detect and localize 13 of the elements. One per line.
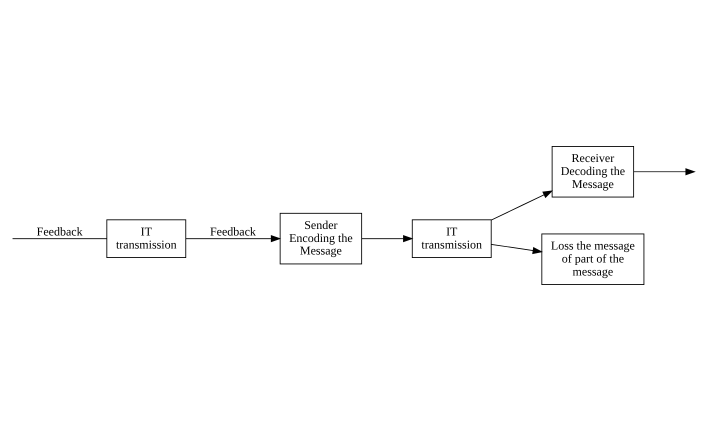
arrow [186,234,282,242]
edge-label: Feedback [36,224,83,238]
node-box: IT transmission [412,218,492,258]
node-box: IT transmission [106,218,186,258]
arrow [491,190,554,220]
arrow [633,168,696,175]
node-box: Loss the message of part of the message [541,233,644,284]
edge-label: Feedback [210,224,256,238]
node-box: Receiver Decoding the Message [552,146,634,197]
node-box: Sender Encoding the Message [280,212,362,264]
arrow [491,243,543,254]
arrow [361,234,414,242]
connector [12,238,107,239]
